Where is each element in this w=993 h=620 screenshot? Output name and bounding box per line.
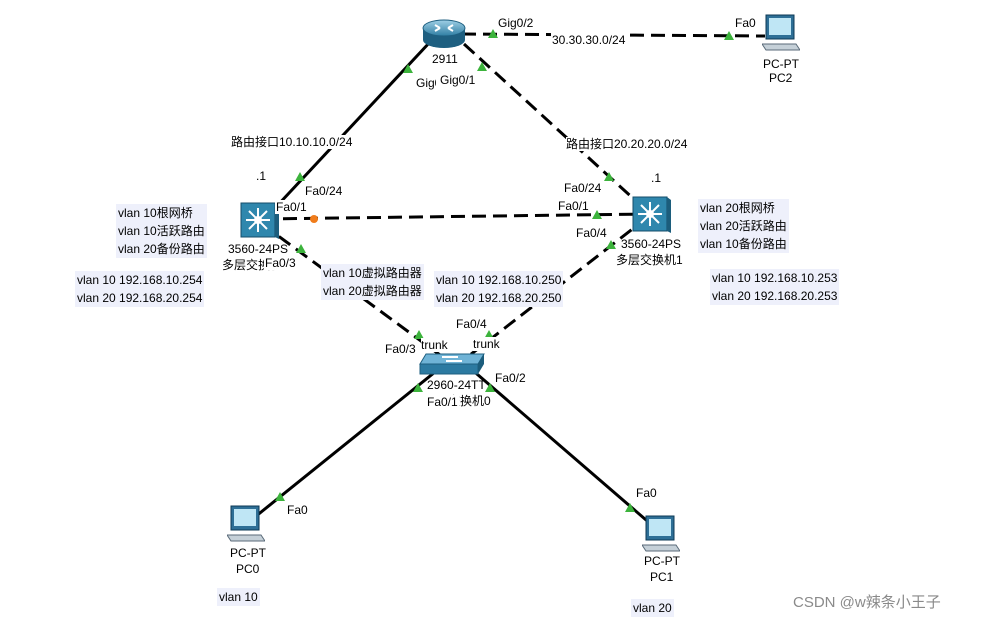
note-line: vlan 10 192.168.10.254 bbox=[77, 273, 203, 287]
access-switch-model-label: 2960-24TT bbox=[427, 378, 486, 392]
pc1-name-label: PC1 bbox=[650, 570, 674, 584]
switch-left-model-label: 3560-24PS bbox=[228, 242, 289, 256]
port-label-r-gig01: Gig0/1 bbox=[439, 73, 477, 87]
link-switch-left-switch-right[interactable] bbox=[261, 212, 649, 221]
port-indicator-r-gig01 bbox=[477, 62, 487, 71]
multilayer-switch-left[interactable] bbox=[240, 202, 280, 240]
pc-icon bbox=[641, 515, 681, 552]
watermark: CSDN @w辣条小王子 bbox=[793, 594, 941, 611]
pc-icon bbox=[226, 505, 266, 542]
port-label-as-fa02: Fa0/2 bbox=[494, 371, 527, 385]
port-label-as-fa01: Fa0/1 bbox=[426, 395, 459, 409]
note-right-ips: vlan 10 192.168.10.253 vlan 20 192.168.2… bbox=[710, 269, 840, 305]
port-indicator-pc2-fa0 bbox=[724, 31, 734, 40]
pc-icon bbox=[761, 14, 801, 51]
port-indicator-pc0-fa0 bbox=[275, 492, 285, 501]
note-line: vlan 10备份路由 bbox=[700, 237, 787, 251]
note-line: vlan 10根网桥 bbox=[118, 206, 193, 220]
multilayer-switch-icon bbox=[240, 202, 279, 239]
pc1-device[interactable] bbox=[641, 515, 681, 553]
note-line: vlan 20 192.168.20.250 bbox=[436, 291, 562, 305]
router-model-label: 2911 bbox=[432, 52, 458, 66]
port-label-sl-fa024: Fa0/24 bbox=[304, 184, 344, 198]
note-pc0-vlan: vlan 10 bbox=[217, 588, 260, 606]
port-label-pc2-fa0: Fa0 bbox=[734, 16, 757, 30]
port-blocked-sl-fa01 bbox=[310, 215, 318, 223]
multilayer-switch-icon bbox=[632, 196, 671, 233]
note-right-roles: vlan 20根网桥 vlan 20活跃路由 vlan 10备份路由 bbox=[698, 199, 789, 253]
link-router-switch-right[interactable] bbox=[462, 42, 650, 214]
note-line: vlan 20 192.168.20.254 bbox=[77, 291, 203, 305]
note-line: vlan 20 192.168.20.253 bbox=[712, 289, 838, 303]
note-left-roles: vlan 10根网桥 vlan 10活跃路由 vlan 20备份路由 bbox=[116, 204, 207, 258]
pc0-type-label: PC-PT bbox=[230, 546, 266, 560]
switch-right-model-label: 3560-24PS bbox=[621, 237, 682, 251]
pc2-type-label: PC-PT bbox=[763, 57, 799, 71]
port-label-as-fa03: Fa0/3 bbox=[384, 342, 417, 356]
port-label-sr-fa01: Fa0/1 bbox=[557, 199, 590, 213]
link-label-right-ip-suffix: .1 bbox=[651, 171, 662, 185]
pc2-device[interactable] bbox=[761, 14, 801, 52]
pc2-name-label: PC2 bbox=[769, 71, 793, 85]
note-left-ips: vlan 10 192.168.10.254 vlan 20 192.168.2… bbox=[75, 271, 205, 307]
switch-icon bbox=[419, 353, 485, 375]
note-line: vlan 10 192.168.10.250 bbox=[436, 273, 562, 287]
multilayer-switch-right[interactable] bbox=[632, 196, 672, 234]
pc1-type-label: PC-PT bbox=[644, 554, 680, 568]
router-2911[interactable] bbox=[421, 18, 467, 50]
note-line: vlan 20根网桥 bbox=[700, 201, 775, 215]
link-label-left-ip-suffix: .1 bbox=[256, 169, 267, 183]
pc0-device[interactable] bbox=[226, 505, 266, 543]
link-label-trunk-left: trunk bbox=[421, 338, 448, 352]
switch-right-name-label: 多层交换机1 bbox=[616, 253, 683, 267]
port-indicator-sr-fa024 bbox=[604, 172, 614, 181]
port-indicator-as-fa04 bbox=[484, 330, 494, 339]
note-line: vlan 20 bbox=[633, 601, 672, 615]
port-label-sr-fa024: Fa0/24 bbox=[563, 181, 603, 195]
port-label-sr-fa04: Fa0/4 bbox=[575, 226, 608, 240]
port-label-sl-fa01: Fa0/1 bbox=[275, 200, 308, 214]
note-line: vlan 10活跃路由 bbox=[118, 224, 205, 238]
port-indicator-as-fa02 bbox=[485, 383, 495, 392]
port-label-pc0-fa0: Fa0 bbox=[286, 503, 309, 517]
note-pc1-vlan: vlan 20 bbox=[631, 599, 674, 617]
port-indicator-sl-fa024 bbox=[295, 172, 305, 181]
link-label-wan-pc2: 30.30.30.0/24 bbox=[551, 33, 627, 47]
port-indicator-r-gig02 bbox=[488, 29, 498, 38]
port-indicator-sl-fa03 bbox=[296, 244, 306, 253]
note-line: vlan 10 192.168.10.253 bbox=[712, 271, 838, 285]
note-line: vlan 10虚拟路由器 bbox=[323, 266, 422, 280]
router-icon bbox=[422, 19, 466, 48]
port-indicator-sr-fa01 bbox=[592, 210, 602, 219]
link-access-pc0[interactable] bbox=[244, 366, 441, 527]
note-line: vlan 20活跃路由 bbox=[700, 219, 787, 233]
port-indicator-sr-fa04 bbox=[606, 240, 616, 249]
note-virtual-ips: vlan 10 192.168.10.250 vlan 20 192.168.2… bbox=[434, 271, 564, 307]
link-label-route-right: 路由接口20.20.20.0/24 bbox=[566, 137, 688, 151]
port-label-sl-fa03: Fa0/3 bbox=[264, 256, 297, 270]
note-line: vlan 20虚拟路由器 bbox=[323, 284, 422, 298]
port-indicator-pc1-fa0 bbox=[625, 503, 635, 512]
port-label-r-gig00: Gig0/0 bbox=[415, 76, 436, 90]
port-indicator-as-fa01 bbox=[413, 383, 423, 392]
port-label-pc1-fa0: Fa0 bbox=[635, 486, 658, 500]
pc0-name-label: PC0 bbox=[236, 562, 260, 576]
link-router-switch-left[interactable] bbox=[260, 40, 432, 224]
note-line: vlan 10 bbox=[219, 590, 258, 604]
link-label-route-left: 路由接口10.10.10.0/24 bbox=[231, 135, 353, 149]
link-label-trunk-right: trunk bbox=[473, 337, 500, 351]
port-indicator-r-gig00 bbox=[403, 64, 413, 73]
note-line: vlan 20备份路由 bbox=[118, 242, 205, 256]
port-label-as-fa04: Fa0/4 bbox=[455, 317, 488, 331]
port-indicator-as-fa03 bbox=[414, 330, 424, 339]
access-switch-2960[interactable] bbox=[418, 352, 488, 378]
port-label-r-gig02: Gig0/2 bbox=[497, 16, 535, 30]
note-virtual-routers: vlan 10虚拟路由器 vlan 20虚拟路由器 bbox=[321, 264, 424, 300]
